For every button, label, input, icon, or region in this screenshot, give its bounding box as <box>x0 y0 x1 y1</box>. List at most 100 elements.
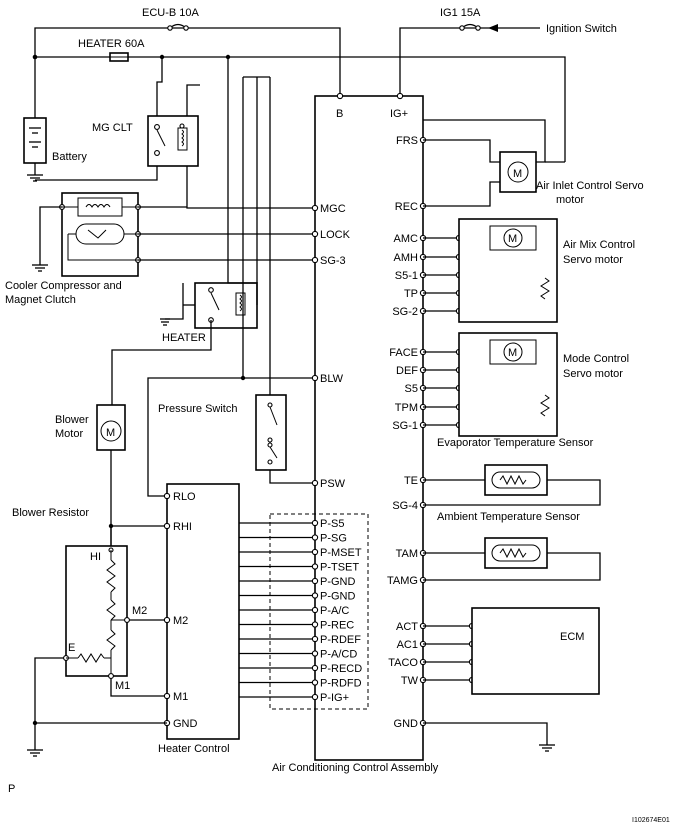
ac-pin-r-tamg: TAMG <box>387 575 418 587</box>
fuse-ig1-label: IG1 15A <box>440 7 481 19</box>
pressure-switch: Pressure Switch <box>158 394 315 484</box>
hc-pin-dot-m2 <box>163 616 171 624</box>
ground-icon <box>539 744 555 752</box>
ac-pin-r-frs: FRS <box>396 135 418 147</box>
ecm: ECM <box>471 607 600 695</box>
hc-pin-m2: M2 <box>173 615 188 627</box>
ac-pin-r-amh: AMH <box>394 252 419 264</box>
ac-pin-dot-sg-3 <box>311 256 319 264</box>
power-feed: ECU-B 10A HEATER 60A IG1 15A Ignition Sw… <box>32 7 617 118</box>
evaporator-sensor: Ambient Temperature Sensor <box>423 464 601 523</box>
cooler-compressor: Cooler Compressor and Magnet Clutch <box>5 192 315 306</box>
heater-relay-label: HEATER <box>162 332 206 344</box>
resistor-tap-e: E <box>68 642 75 654</box>
ac-pin-r-s5: S5 <box>405 383 418 395</box>
ac-pin-dot-lock <box>311 230 319 238</box>
ambient-sensor <box>423 537 601 581</box>
ignition-switch-label: Ignition Switch <box>546 23 617 35</box>
ac-pin-r-face: FACE <box>389 347 418 359</box>
hc-pin-dot-rhi <box>163 522 171 530</box>
bus-lines <box>147 76 315 497</box>
battery: Battery <box>23 117 87 182</box>
figure-id: I102674E01 <box>632 817 670 824</box>
cooler-compressor-label-2: Magnet Clutch <box>5 294 76 306</box>
ac-p-pins: P-S5P-SGP-MSETP-TSETP-GNDP-GNDP-A/CP-REC… <box>239 518 362 704</box>
ac-p-pin-p-a-cd-9: P-A/CD <box>320 649 357 661</box>
ground-icon <box>160 318 170 326</box>
blower-motor-label-2: Motor <box>55 428 83 440</box>
ac-p-pin-dot-0 <box>311 519 319 527</box>
ac-p-pin-p-gnd-5: P-GND <box>320 591 356 603</box>
ac-pin-dot-blw <box>311 374 319 382</box>
ac-pin-r-gnd: GND <box>394 718 419 730</box>
ambient-sensor-label: Ambient Temperature Sensor <box>437 511 580 523</box>
ecm-label: ECM <box>560 631 584 643</box>
ground-icon <box>27 174 43 182</box>
ac-pin-r-s5-1: S5-1 <box>395 270 418 282</box>
ac-p-pin-dot-9 <box>311 650 319 657</box>
ac-pin-r-tw: TW <box>401 675 419 687</box>
mg-clt-relay: MG CLT <box>35 57 315 209</box>
ac-pin-r-tpm: TPM <box>395 402 418 414</box>
hc-pin-m1: M1 <box>173 691 188 703</box>
ac-p-pin-dot-4 <box>311 577 319 585</box>
ac-p-pin-dot-2 <box>311 548 319 556</box>
ac-pin-IGplus: IG+ <box>390 108 408 120</box>
ac-p-pin-dot-3 <box>311 563 319 570</box>
evaporator-sensor-label: Evaporator Temperature Sensor <box>437 437 594 449</box>
cooler-compressor-label-1: Cooler Compressor and <box>5 280 122 292</box>
hc-pin-dot-rlo <box>163 492 171 500</box>
pressure-switch-label: Pressure Switch <box>158 403 237 415</box>
ac-p-pin-p-rec-7: P-REC <box>320 620 354 632</box>
resistor-tap-m2: M2 <box>132 605 147 617</box>
heater-relay: HEATER <box>111 57 258 405</box>
ac-pin-lock: LOCK <box>320 229 351 241</box>
hc-pin-rlo: RLO <box>173 491 196 503</box>
mode-label-1: Mode Control <box>563 353 629 365</box>
mode-label-2: Servo motor <box>563 368 623 380</box>
ac-p-pin-p-mset-2: P-MSET <box>320 547 362 559</box>
air-mix-label-1: Air Mix Control <box>563 239 635 251</box>
ac-pin-r-sg-1: SG-1 <box>392 420 418 432</box>
ac-p-pin-dot-10 <box>311 664 319 672</box>
ac-pin-r-def: DEF <box>396 365 418 377</box>
battery-label: Battery <box>52 151 87 163</box>
ac-pin-blw: BLW <box>320 373 344 385</box>
resistor-tap-m1: M1 <box>115 680 130 692</box>
ac-p-pin-dot-8 <box>311 635 319 643</box>
blower-resistor-label: Blower Resistor <box>12 507 89 519</box>
ac-p-pin-dot-11 <box>311 679 319 686</box>
ac-p-pin-p-s5-0: P-S5 <box>320 518 344 530</box>
blower-resistor: Blower Resistor HI M2 E M1 <box>12 507 167 750</box>
page-letter: P <box>8 783 15 795</box>
hc-pin-gnd: GND <box>173 718 198 730</box>
ac-pin-r-amc: AMC <box>394 233 419 245</box>
ac-control-assembly: Air Conditioning Control Assembly MGCLOC… <box>239 92 555 774</box>
ac-pin-r-act: ACT <box>396 621 418 633</box>
ac-pin-r-rec: REC <box>395 201 418 213</box>
ac-assembly-label: Air Conditioning Control Assembly <box>272 762 439 774</box>
ac-pin-r-tp: TP <box>404 288 418 300</box>
blower-motor: M Blower Motor <box>55 404 126 546</box>
mode-motor-icon: M <box>508 347 517 359</box>
air-mix-label-2: Servo motor <box>563 254 623 266</box>
ac-p-pin-p-rdef-8: P-RDEF <box>320 634 361 646</box>
ac-p-pin-p-a-c-6: P-A/C <box>320 605 349 617</box>
fuse-heater-label: HEATER 60A <box>78 38 145 50</box>
ac-p-pin-dot-6 <box>311 606 319 614</box>
ac-pin-B: B <box>336 108 343 120</box>
air-mix-servo: M Air Mix Control Servo motor <box>458 218 635 323</box>
fuse-ecub-label: ECU-B 10A <box>142 7 200 19</box>
hc-pin-dot-m1 <box>163 692 171 700</box>
ground-icon <box>32 264 48 272</box>
ac-pin-dot-mgc <box>311 204 319 212</box>
air-inlet-label-2: motor <box>556 194 584 206</box>
ac-pin-sg-3: SG-3 <box>320 255 346 267</box>
ground-icon <box>27 749 43 757</box>
ac-p-pin-p-igplus-12: P-IG+ <box>320 692 349 704</box>
ac-pin-psw: PSW <box>320 478 346 490</box>
air-mix-motor-icon: M <box>508 233 517 245</box>
